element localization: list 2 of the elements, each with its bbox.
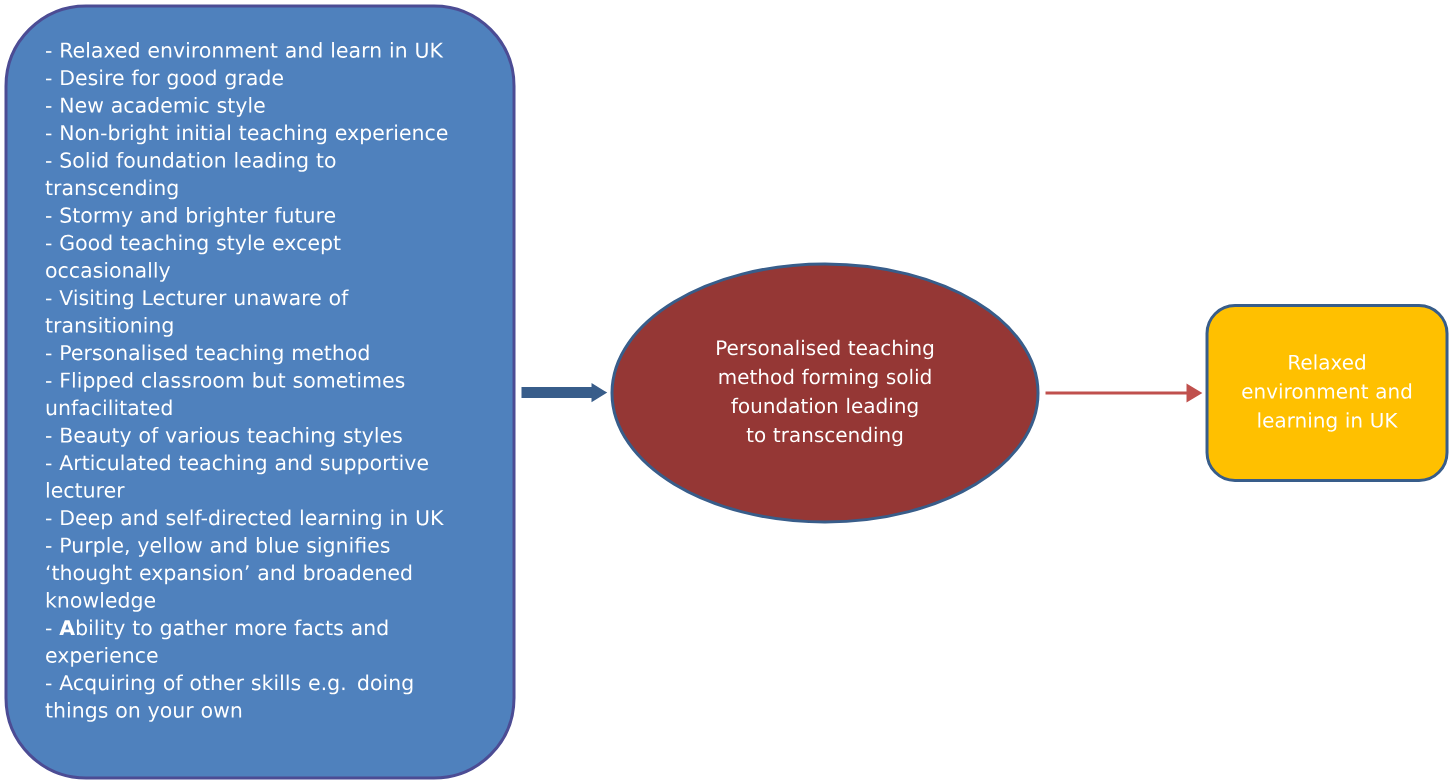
rounded-box: - Relaxed environment and learn in UK - Desire for good grade - New academic style - Non-bright initial teaching experience - Solid foundation leading to transcending - Stormy and brighter future - Good teaching style except occasionally - Visiting Lecturer unaware of transitioning - Personalised teaching method - Flipped classroom but sometimes unfacilitated - Beauty of various teaching styles - Articulated teaching and supportive lecturer - Deep and self-directed learning in UK - Purple, yellow and blue signifies ‘thought expansion’ and broadened knowledge - Ability to gather more facts and experience - Acquiring of other skills e.g. doing things on your own: [4, 4, 516, 780]
rounded-box: Relaxed environment and learning in UK: [1205, 304, 1449, 482]
